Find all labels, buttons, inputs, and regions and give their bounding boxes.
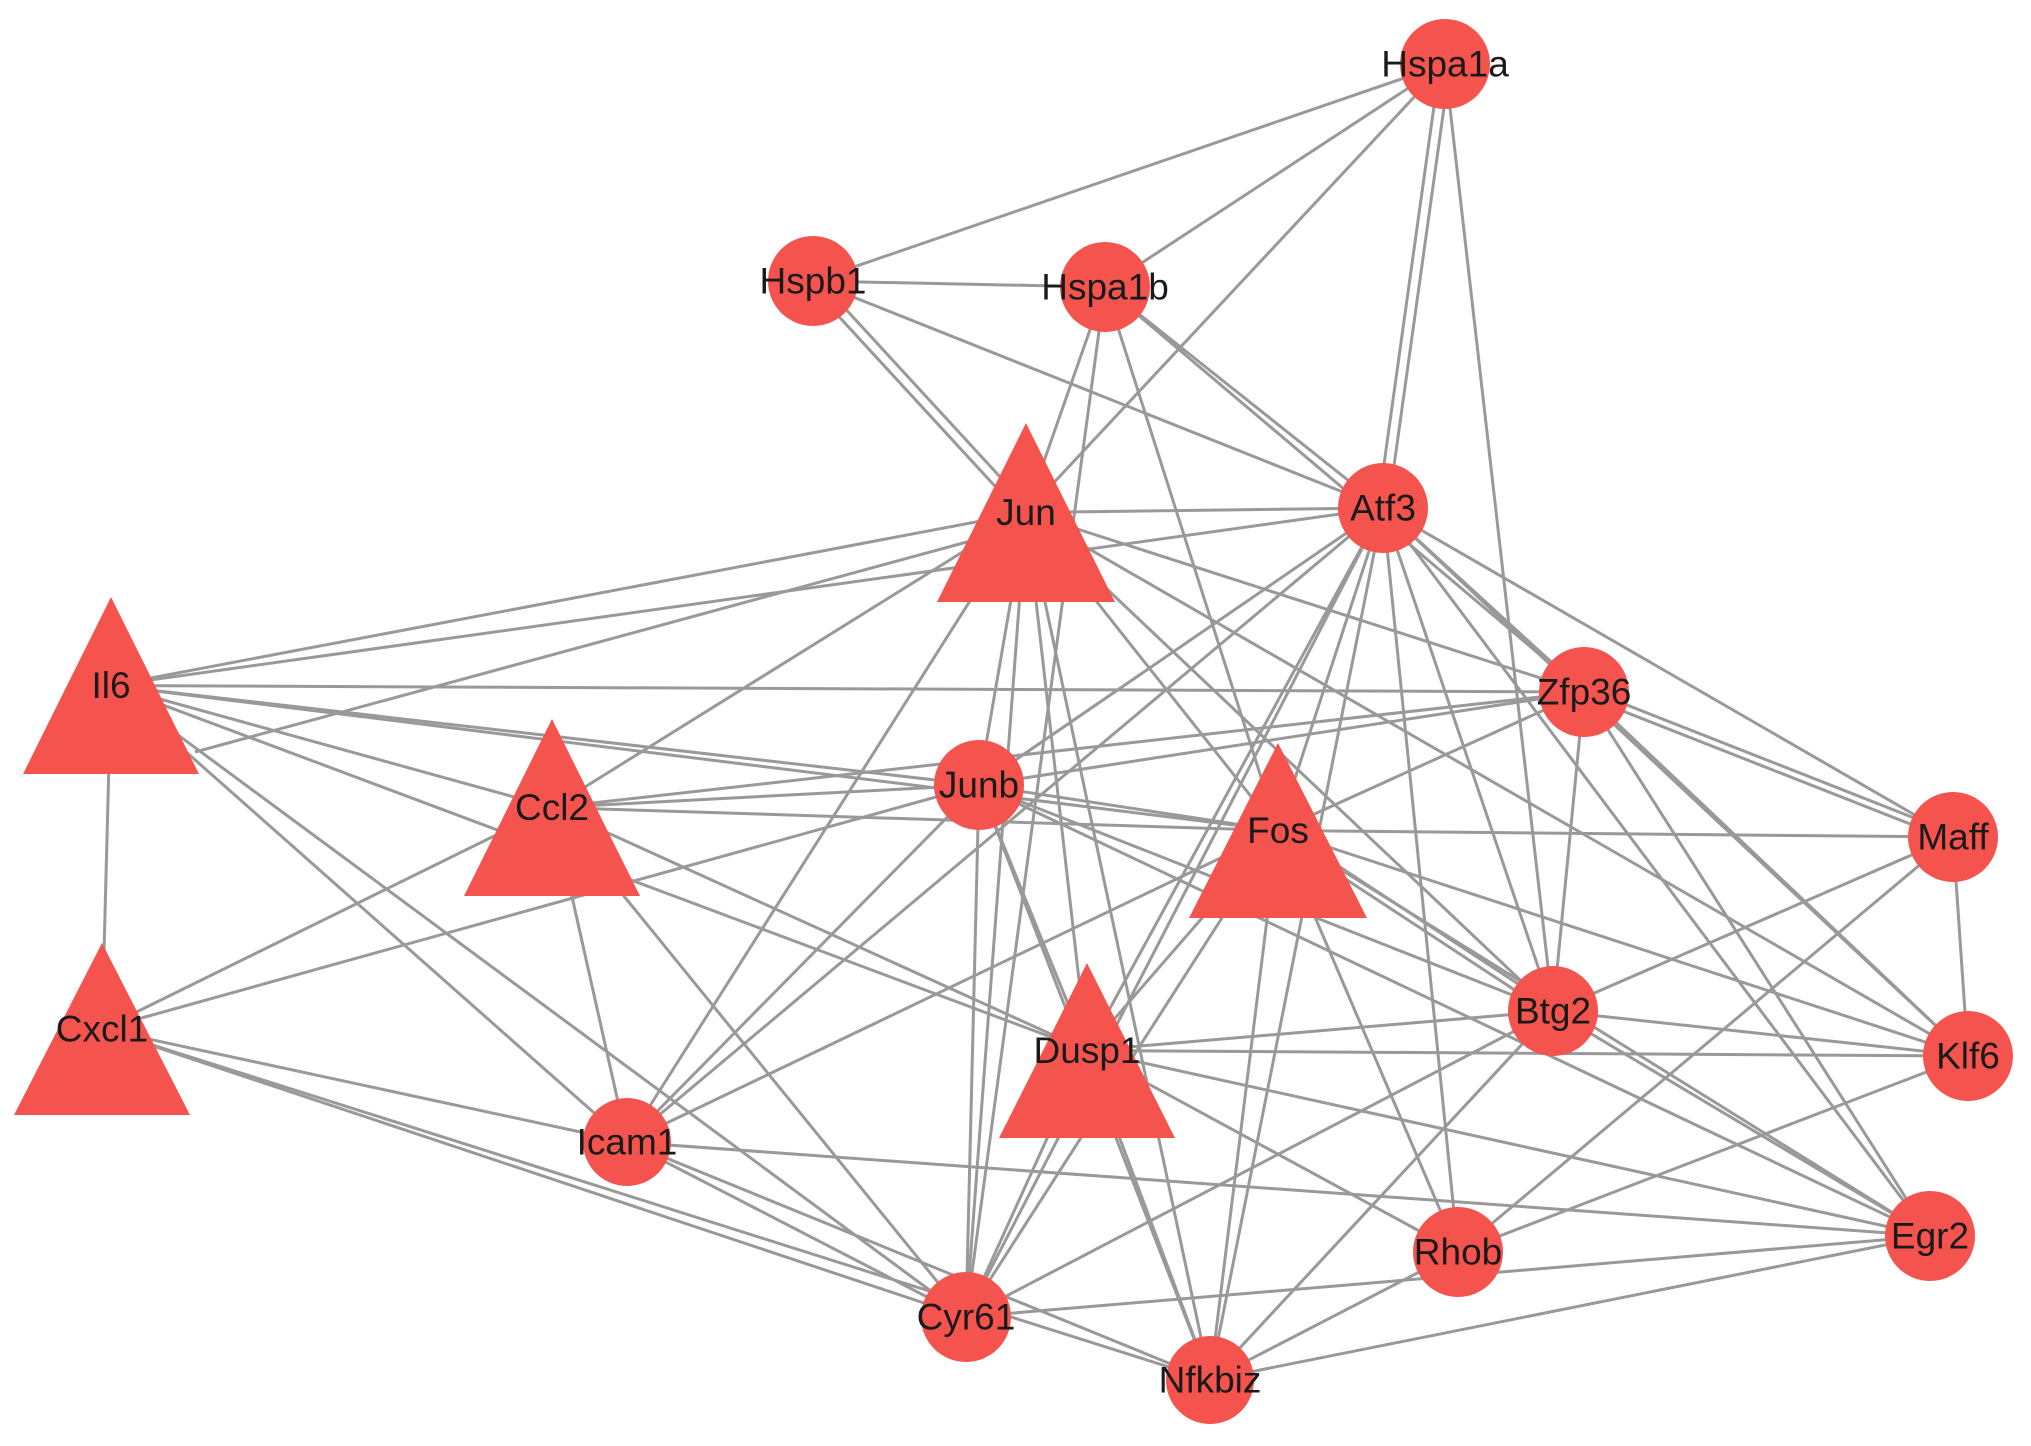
svg-text:Cxcl1: Cxcl1: [56, 1009, 149, 1050]
svg-text:Jun: Jun: [996, 492, 1056, 533]
svg-text:Hspb1: Hspb1: [760, 261, 867, 302]
svg-text:Atf3: Atf3: [1350, 488, 1416, 529]
svg-text:Ccl2: Ccl2: [515, 787, 589, 828]
svg-text:Icam1: Icam1: [577, 1122, 678, 1163]
svg-text:Rhob: Rhob: [1414, 1232, 1502, 1273]
svg-text:Hspa1a: Hspa1a: [1381, 44, 1509, 85]
svg-text:Zfp36: Zfp36: [1537, 672, 1632, 713]
svg-text:Cyr61: Cyr61: [917, 1297, 1016, 1338]
svg-text:Egr2: Egr2: [1891, 1216, 1969, 1257]
svg-text:Dusp1: Dusp1: [1034, 1030, 1141, 1071]
svg-text:Klf6: Klf6: [1936, 1036, 2000, 1077]
svg-text:Junb: Junb: [939, 765, 1019, 806]
svg-text:Maff: Maff: [1917, 817, 1989, 858]
svg-text:Hspa1b: Hspa1b: [1041, 267, 1169, 308]
svg-text:Nfkbiz: Nfkbiz: [1159, 1360, 1262, 1401]
svg-text:Fos: Fos: [1247, 810, 1309, 851]
svg-text:Il6: Il6: [91, 665, 130, 706]
svg-text:Btg2: Btg2: [1515, 991, 1591, 1032]
